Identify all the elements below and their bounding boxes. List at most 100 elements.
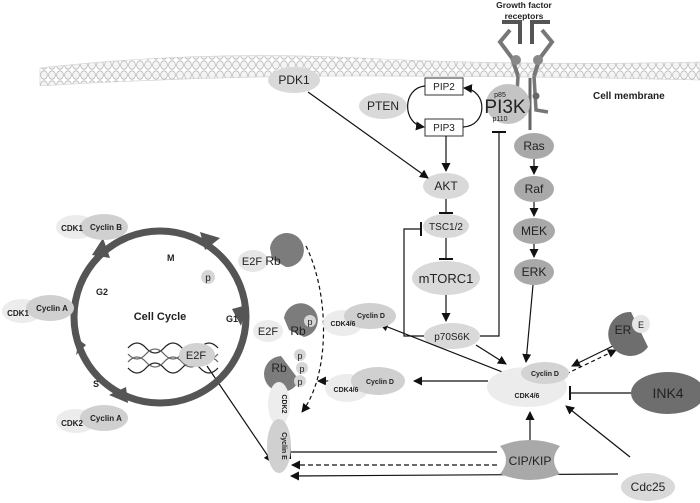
cdc25-to-cdk2-arrow xyxy=(290,471,619,481)
cipkip-label: CIP/KIP xyxy=(509,454,552,468)
phase-g2-label: G2 xyxy=(96,287,108,297)
cycle-arrowhead-s-g2 xyxy=(76,340,86,355)
er-label: ER xyxy=(615,323,632,337)
p110-label: p110 xyxy=(492,116,507,123)
rb-phosphate-3: p xyxy=(297,377,302,387)
rb-phosphate-1: p xyxy=(297,351,302,361)
p85-label: p85 xyxy=(494,92,506,99)
mek-label: MEK xyxy=(521,224,547,238)
pten-dephosphorylation-arrow xyxy=(407,85,426,131)
cdk46-cyclin-d-top-complex xyxy=(323,303,396,336)
ras-label: Ras xyxy=(523,139,544,153)
cdk2-e-cdk-label: CDK2 xyxy=(280,394,287,413)
cycle-arrowhead-g1 xyxy=(232,305,247,326)
pip3-label: PIP3 xyxy=(433,123,455,134)
estrogen-label: E xyxy=(638,320,644,330)
tsc-label: TSC1/2 xyxy=(429,222,463,233)
p70s6k-to-cdk46-arrow xyxy=(475,344,507,365)
rb-mid-label: Rb xyxy=(290,324,306,338)
er-to-cyclin-d-arrow xyxy=(571,343,618,367)
cell-membrane-label: Cell membrane xyxy=(593,91,665,102)
pten-label: PTEN xyxy=(367,99,399,113)
cdk46-mid-cyclin-label: Cyclin D xyxy=(366,379,394,386)
e2f-dna-label: E2F xyxy=(186,350,206,362)
cdk2-e-cyclin-label: Cyclin E xyxy=(280,432,287,460)
cdk46-top-cdk-label: CDK4/6 xyxy=(331,321,356,328)
cycle-arrowhead-s xyxy=(109,387,128,403)
rb-phosphate-2: p xyxy=(299,364,304,374)
mtorc1-node xyxy=(412,261,480,295)
phase-m-label: M xyxy=(167,253,175,263)
cdk1-cyclin-a-complex xyxy=(2,295,74,323)
cdk1-b-cdk-label: CDK1 xyxy=(61,224,83,233)
phase-s-label: S xyxy=(93,379,99,389)
cdc25-label: Cdc25 xyxy=(631,480,666,494)
phase-g1-label: G1 xyxy=(226,314,238,324)
akt-node xyxy=(423,173,469,199)
p70s6k-node xyxy=(424,323,480,349)
rb-hyperphosphorylated xyxy=(264,349,308,392)
cdk2-cyclin-e-complex xyxy=(267,382,291,473)
cdk46-right-cdk-label: CDK4/6 xyxy=(515,393,540,400)
pi3k-label: PI3K xyxy=(484,97,526,118)
cycle-arrowhead-g2 xyxy=(92,238,110,258)
receptor-label-line1: Growth factor xyxy=(496,0,552,10)
pi3k-phosphorylation-arrow xyxy=(462,84,483,128)
raf-node xyxy=(514,176,554,202)
rb-phospho-label: Rb xyxy=(271,361,287,375)
erk-label: ERK xyxy=(522,265,547,279)
estrogen-receptor xyxy=(608,311,650,356)
cdk46-top-cyclin-label: Cyclin D xyxy=(357,313,385,320)
cdk2-cyclin-a-complex xyxy=(56,405,128,433)
ink4-label: INK4 xyxy=(652,385,683,401)
pdk1-node xyxy=(268,67,320,93)
cdk1-a-cdk-label: CDK1 xyxy=(7,309,29,318)
akt-label: AKT xyxy=(434,179,458,193)
pip3-box xyxy=(424,118,464,137)
receptor-label-line2: receptors xyxy=(505,11,544,21)
ink4-node xyxy=(631,372,700,414)
mek-node xyxy=(513,218,555,244)
rb-mid-phosphate: p xyxy=(307,317,312,327)
p70s6k-label: p70S6K xyxy=(434,332,470,343)
tsc-node xyxy=(423,214,469,238)
erk-to-cdk46-arrow xyxy=(522,284,534,363)
cdk46-right-cyclin-label: Cyclin D xyxy=(531,371,559,378)
cdk46-cyclin-d-right-complex xyxy=(487,362,569,407)
free-phosphate xyxy=(201,270,215,284)
cipkip-node xyxy=(500,440,560,480)
rb-top-label: Rb xyxy=(265,254,281,268)
raf-label: Raf xyxy=(525,182,544,196)
e2f-dna-node xyxy=(179,343,215,367)
cdk1-b-cyclin-label: Cyclin B xyxy=(90,223,122,232)
cdc25-to-cdk46-arrow xyxy=(565,405,631,458)
ras-node xyxy=(514,133,554,159)
cdk46-mid-cdk-label: CDK4/6 xyxy=(334,387,359,394)
e2f-top-label: E2F xyxy=(242,256,262,268)
cyclin-d-to-er-dashed-arrow xyxy=(565,349,617,375)
e2f-mid-label: E2F xyxy=(258,326,278,338)
pdk1-to-akt-arrow xyxy=(307,91,429,179)
rb-release-dashed-arrow xyxy=(301,245,325,413)
rb-e2f-complex-top xyxy=(238,233,304,272)
cycle-arrowhead-m xyxy=(200,232,220,250)
pip2-label: PIP2 xyxy=(433,82,455,93)
cdk2-a-cdk-label: CDK2 xyxy=(61,419,83,428)
cdc25-node xyxy=(621,473,675,501)
cell-membrane xyxy=(39,55,700,87)
pten-node xyxy=(359,93,407,119)
pdk1-label: PDK1 xyxy=(278,73,310,87)
erk-node xyxy=(514,259,554,285)
p70s6k-inhibits-pi3k xyxy=(480,131,506,337)
cdk46-cyclin-d-mid-complex xyxy=(325,367,405,402)
mtorc1-label: mTORC1 xyxy=(419,271,474,286)
rb-e2f-complex-mid xyxy=(253,303,318,342)
cdk1-a-cyclin-label: Cyclin A xyxy=(36,304,68,313)
cdk2-a-cyclin-label: Cyclin A xyxy=(90,414,122,423)
cdk1-cyclin-b-complex xyxy=(56,214,128,240)
free-phosphate-label: p xyxy=(205,273,211,284)
cell-cycle-ring xyxy=(70,227,250,407)
pi3k-node xyxy=(486,84,530,124)
cdk46-to-cyclin-d-top-arrow xyxy=(379,322,511,376)
